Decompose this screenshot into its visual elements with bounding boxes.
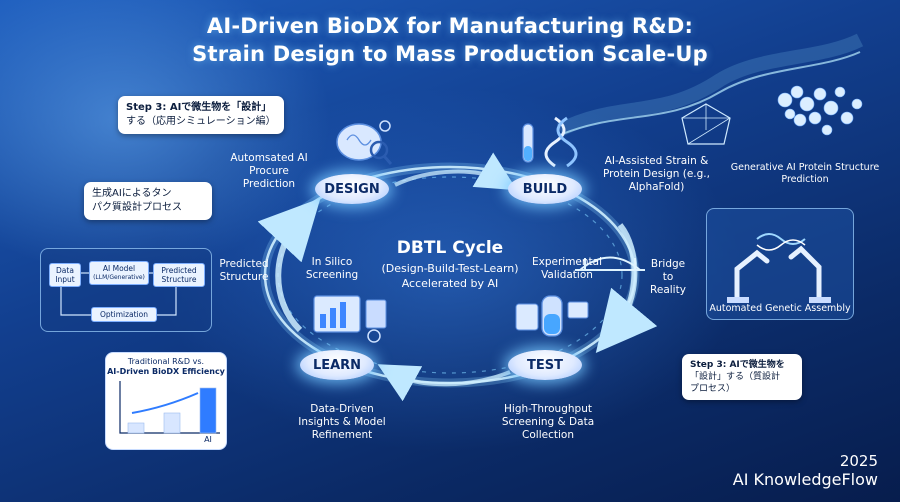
label-high-throughput: High-Throughput Screening & Data Collect… [501, 403, 595, 441]
efficiency-bar-label-ai: AI [204, 435, 212, 444]
cycle-arrow-bottom [377, 364, 511, 402]
callout-step3-bottom: Step 3: AIで微生物を 「設計」する（質設計 プロセス） [682, 354, 802, 400]
page-title-line1: AI-Driven BioDX for Manufacturing R&D: [206, 14, 694, 38]
cycle-heading: DBTL Cycle [396, 238, 504, 258]
label-data-driven: Data-Driven Insights & Model Refinement [298, 403, 386, 441]
label-bridge-to-reality: Bridge to Reality [650, 258, 686, 296]
gear-icon [367, 329, 381, 343]
efficiency-bar-chart [119, 381, 220, 434]
growth-arrow-icon [131, 392, 199, 414]
genetic-assembly-panel: Automated Genetic Assembly [706, 208, 854, 320]
flow-ai-model: AI Model (LLM/Generative) [89, 261, 149, 285]
callout-step3-top: Step 3: AIで微生物を「設計」 する（応用シミュレーション編） [118, 96, 284, 134]
chart-axis [119, 381, 220, 434]
label-experimental-validation: Experimental Validation [532, 256, 603, 281]
callout-generative-design: 生成AIによるタン パク質設計プロセス [84, 182, 212, 220]
robot-arms-icon [727, 233, 831, 303]
stage-design[interactable]: DESIGN [315, 174, 389, 204]
build-dna-icon [515, 112, 585, 170]
label-ai-strain: AI-Assisted Strain & Protein Design (e.g… [603, 155, 710, 193]
brand-year: 2025 [839, 452, 878, 470]
stage-test[interactable]: TEST [508, 350, 582, 380]
design-brain-icon [327, 112, 397, 170]
test-bioreactor-icon [512, 290, 592, 348]
center-cycle-text: DBTL Cycle (Design-Build-Test-Learn) Acc… [340, 238, 560, 291]
cycle-arrow-right [595, 223, 658, 354]
flow-data-input: Data Input [49, 263, 81, 287]
stage-learn[interactable]: LEARN [300, 350, 374, 380]
cycle-arrow-top [394, 152, 518, 191]
cycle-subheading: (Design-Build-Test-Learn) [381, 262, 519, 275]
label-automated-procure: Automsated AI Procure Prediction [230, 152, 308, 190]
page-title-line2: Strain Design to Mass Production Scale-U… [192, 42, 708, 66]
flow-optimization: Optimization [91, 307, 157, 322]
label-automated-genetic: Automated Genetic Assembly [709, 303, 851, 314]
learn-dashboard-icon [310, 292, 390, 347]
bridge-icon [575, 256, 645, 271]
efficiency-bar-3 [199, 387, 217, 434]
network-polyhedron-icon [676, 100, 736, 150]
stage-build[interactable]: BUILD [508, 174, 582, 204]
cycle-accelerated: Accelerated by AI [401, 277, 499, 290]
label-predicted-structure: Predicted Structure [219, 258, 269, 283]
efficiency-bar-1 [127, 422, 145, 434]
label-generative-protein: Generative AI Protein Structure Predicti… [730, 162, 880, 185]
cycle-arrow-left [257, 198, 321, 333]
label-in-silico: In Silico Screening [305, 256, 359, 281]
gear-icon [379, 120, 391, 132]
efficiency-chart-panel: Traditional R&D vs. AI-Driven BioDX Effi… [105, 352, 227, 450]
flow-predicted-structure: Predicted Structure [153, 263, 205, 287]
brand-name: AI KnowledgeFlow [732, 470, 878, 489]
efficiency-title: Traditional R&D vs. AI-Driven BioDX Effi… [107, 357, 225, 376]
ai-flow-panel: Data Input AI Model (LLM/Generative) Pre… [40, 248, 212, 332]
efficiency-bar-2 [163, 412, 181, 434]
protein-molecule-icon [745, 70, 875, 155]
